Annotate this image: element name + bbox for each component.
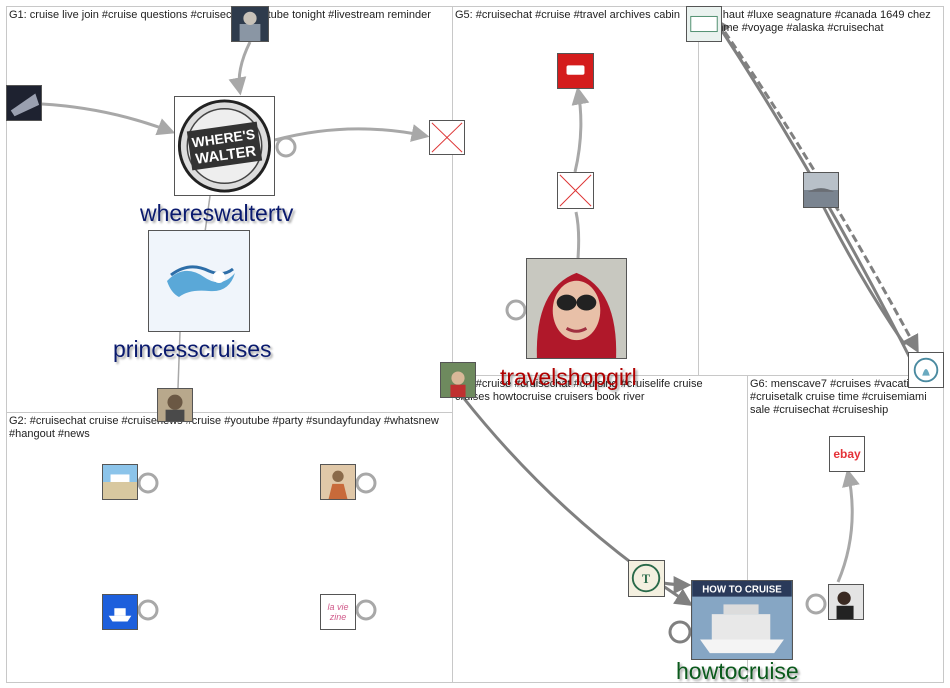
node-g2-ship-blue[interactable] (102, 594, 138, 630)
label-travelshopgirl: travelshopgirl (500, 364, 637, 390)
self-loop-g2d (355, 599, 377, 621)
node-g3-avatar[interactable] (440, 362, 476, 398)
panel-g2-border (6, 412, 453, 683)
label-princesscruises: princesscruises (113, 336, 272, 362)
ebay-logo-text: ebay (833, 447, 861, 461)
node-g2-beach[interactable] (102, 464, 138, 500)
edge-princess-to-g2 (177, 331, 181, 389)
self-loop-g2a (137, 472, 159, 494)
node-howtocruise[interactable]: HOW TO CRUISE (691, 580, 793, 660)
howtocruise-banner-text: HOW TO CRUISE (702, 585, 782, 596)
self-loop-menscave (805, 593, 827, 615)
edge-top-to-walter (228, 41, 252, 96)
node-travelshopgirl[interactable] (526, 258, 627, 359)
node-ebay[interactable]: ebay (829, 436, 865, 472)
node-broken-image-g5[interactable] (557, 172, 594, 209)
edge-g4-c (813, 189, 907, 346)
node-broken-image-g1[interactable] (429, 120, 465, 155)
edge-menscave-to-ebay (836, 468, 860, 583)
panel-g6-caption: G6: menscave7 #cruises #vacation #cruise… (750, 378, 927, 416)
node-top-avatar[interactable] (231, 6, 269, 42)
self-loop-walter (275, 136, 297, 158)
howtocruise-ship-icon: HOW TO CRUISE (692, 581, 792, 659)
svg-text:T: T (642, 572, 650, 586)
node-g4-mid[interactable] (803, 172, 839, 208)
edge-broken-to-red (571, 86, 590, 173)
node-bottom-g1-avatar[interactable] (157, 388, 193, 422)
panel-g3-caption: G3: #cruise #cruisechat #cruising #cruis… (455, 378, 703, 403)
princess-logo-icon (149, 231, 249, 331)
ship-icon (103, 595, 137, 629)
panel-g4-caption: G4: haut #luxe seagnature #canada 1649 c… (702, 9, 931, 34)
node-whereswaltertv[interactable]: WHERE'S WALTER (174, 96, 275, 196)
panel-g5-caption: G5: #cruisechat #cruise #travel archives… (455, 9, 680, 21)
broken-image-icon (431, 122, 463, 153)
edge-travel-to-broken (574, 211, 581, 259)
lavie-logo-text: la vie zine (327, 602, 349, 622)
edge-walter-to-broken (274, 124, 430, 142)
node-g2-lavie[interactable]: la vie zine (320, 594, 356, 630)
panel-borders (6, 6, 944, 683)
panel-g1-caption: G1: cruise live join #cruise questions #… (9, 9, 431, 21)
self-loop-howto (668, 620, 692, 644)
self-loops (137, 136, 827, 644)
label-howtocruise: howtocruise (676, 658, 799, 684)
self-loop-g2b (355, 472, 377, 494)
self-loop-g2c (137, 599, 159, 621)
node-menscave[interactable] (828, 584, 864, 620)
edges (41, 16, 919, 606)
whereswalter-logo-icon: WHERE'S WALTER (177, 99, 272, 193)
label-whereswaltertv: whereswaltertv (140, 200, 294, 226)
edge-left-to-walter (41, 102, 176, 136)
node-red-logo[interactable] (557, 53, 594, 89)
edge-walter-to-princess (204, 195, 211, 233)
node-g2-person[interactable] (320, 464, 356, 500)
node-g3-tgpbp[interactable]: T (628, 560, 665, 597)
node-g4-top[interactable] (686, 6, 722, 42)
red-brand-icon (558, 54, 593, 88)
broken-image-icon (559, 174, 592, 207)
self-loop-travel (505, 299, 527, 321)
node-princesscruises[interactable] (148, 230, 250, 332)
node-g4-bottom[interactable] (908, 352, 944, 388)
node-left-avatar[interactable] (6, 85, 42, 121)
travelshopgirl-avatar (527, 259, 626, 358)
panel-g6-border (747, 375, 944, 683)
panel-g2-caption: G2: #cruisechat cruise #cruisenews #crui… (9, 415, 439, 440)
